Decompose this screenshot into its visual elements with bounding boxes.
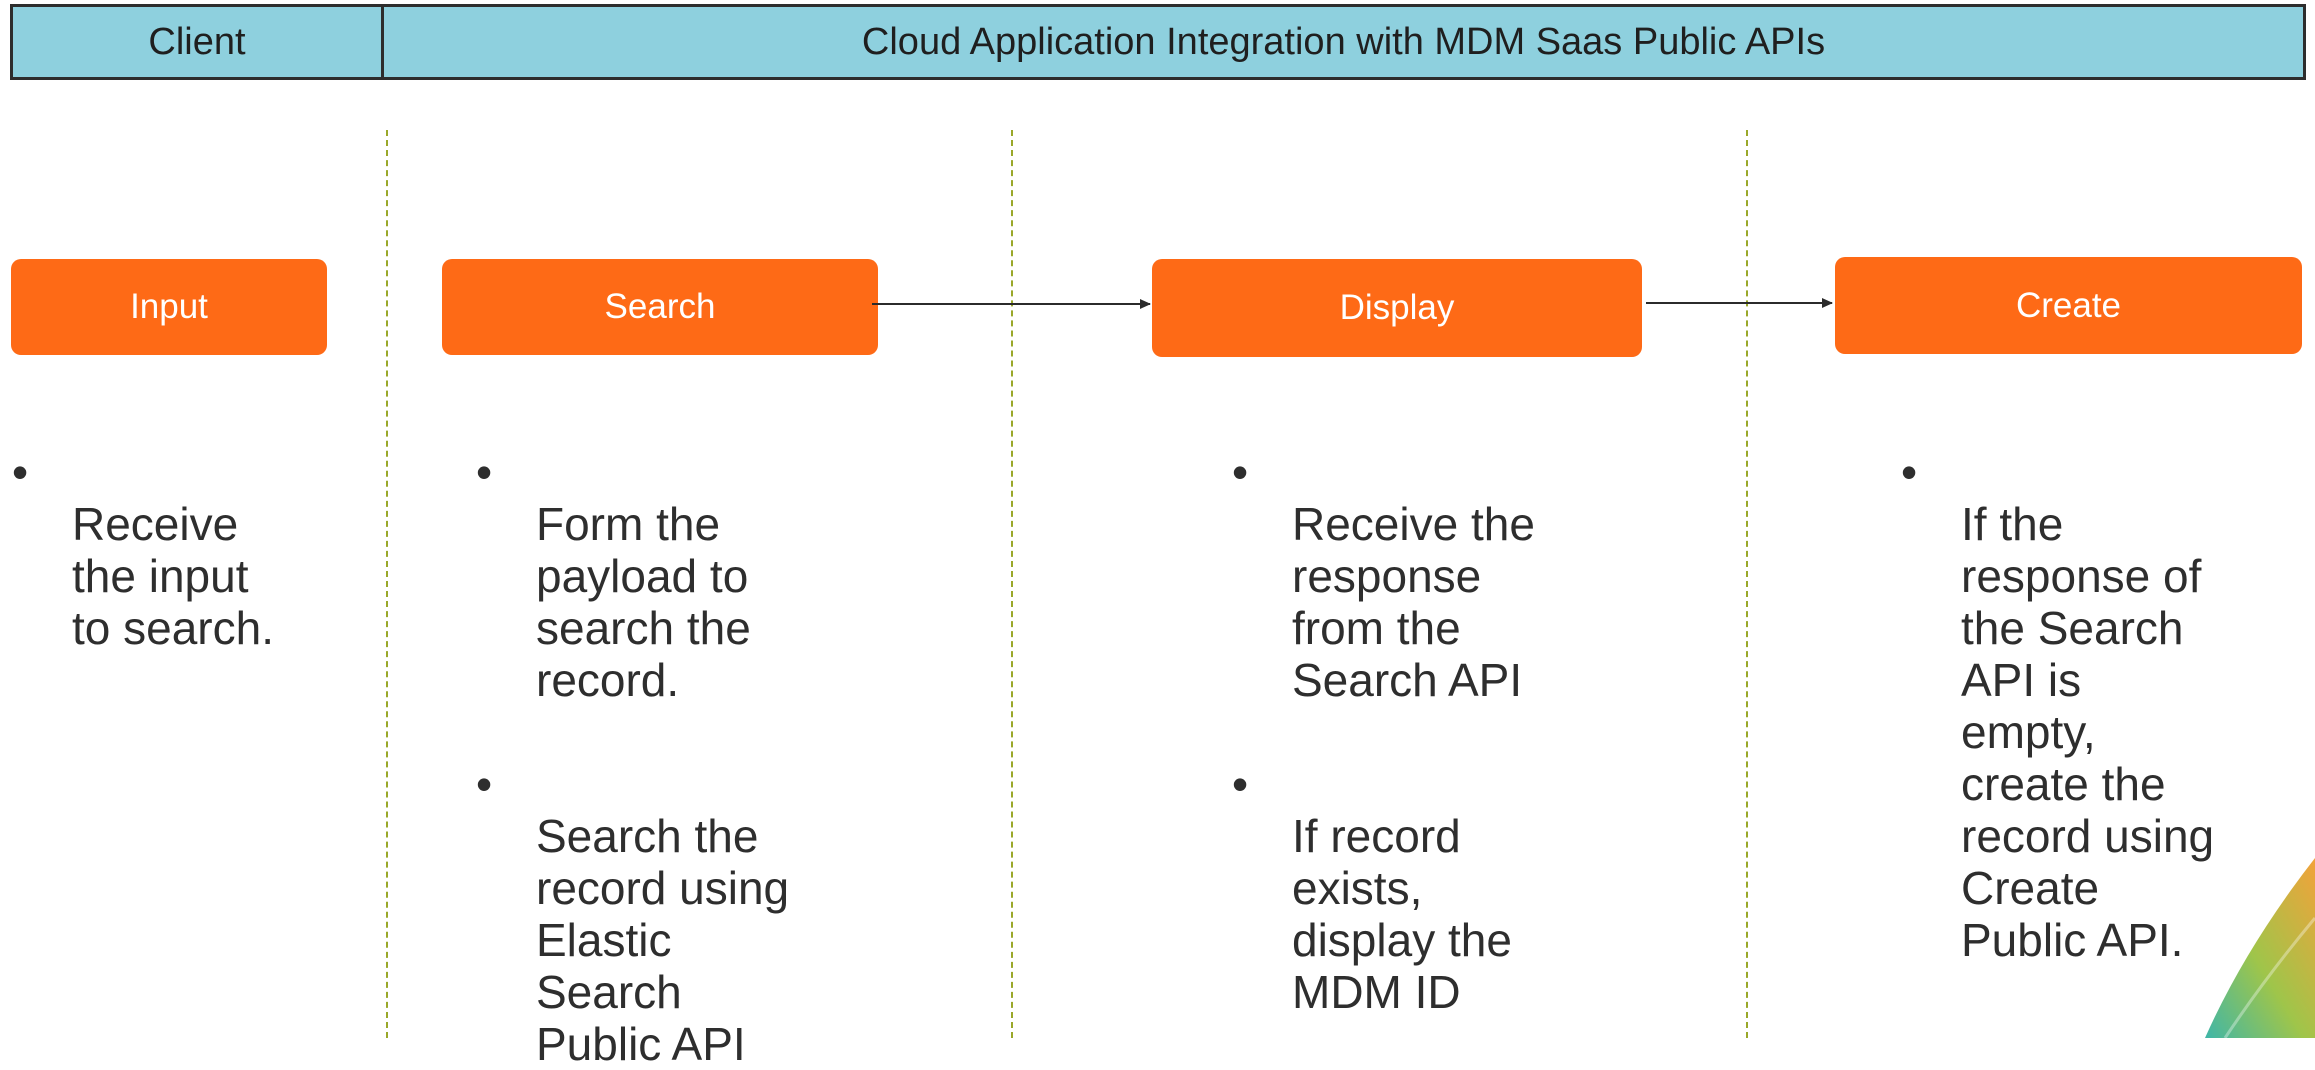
flow-arrows <box>872 298 1833 309</box>
step-search-box: Search <box>442 259 878 355</box>
create-line-3: the Search <box>1961 602 2184 654</box>
input-bullet-item: • Receive the input to search. <box>12 446 274 654</box>
display-bullet-1: • Receive the response from the Search A… <box>1232 446 1535 706</box>
corner-decoration-graphic <box>2205 858 2315 1038</box>
create-line-5: empty, <box>1961 706 2096 758</box>
display1-line-1: Receive the <box>1292 498 1535 550</box>
create-line-4: API is <box>1961 654 2082 706</box>
display2-line-2: exists, <box>1292 862 1423 914</box>
search-bullet-1: • Form the payload to search the record. <box>476 446 751 706</box>
create-line-9: Public API. <box>1961 914 2184 966</box>
step-input-label: Input <box>130 287 208 326</box>
display1-line-3: from the <box>1292 602 1461 654</box>
step-display-box: Display <box>1152 259 1642 357</box>
search2-line-1: Search the <box>536 810 759 862</box>
bullet-dot-icon: • <box>476 446 493 498</box>
display1-line-2: response <box>1292 550 1482 602</box>
header-main-cell: Cloud Application Integration with MDM S… <box>381 4 2306 80</box>
search2-line-4: Search <box>536 966 682 1018</box>
search1-line-1: Form the <box>536 498 721 550</box>
bullet-dot-icon: • <box>476 758 493 810</box>
display-bullet-2: • If record exists, display the MDM ID <box>1232 758 1512 1018</box>
search1-line-4: record. <box>536 654 680 706</box>
step-display-label: Display <box>1339 288 1455 327</box>
search1-line-3: search the <box>536 602 751 654</box>
bullet-dot-icon: • <box>12 446 29 498</box>
step-create-label: Create <box>2015 285 2122 325</box>
display1-line-4: Search API <box>1292 654 1523 706</box>
input-line-1: Receive <box>72 498 239 550</box>
search1-line-2: payload to <box>536 550 749 602</box>
create-line-6: create the <box>1961 758 2166 810</box>
create-line-8: Create <box>1961 862 2100 914</box>
display2-line-1: If record <box>1292 810 1461 862</box>
input-line-2: the input <box>72 550 249 602</box>
input-line-3: to search. <box>72 602 274 654</box>
lane-divider-3 <box>1746 130 1748 1038</box>
step-input-box: Input <box>11 259 327 355</box>
lane-divider-2 <box>1011 130 1013 1038</box>
header-main-label: Cloud Application Integration with MDM S… <box>861 20 1826 63</box>
create-bullet-1: • If the response of the Search API is e… <box>1901 446 2214 966</box>
search2-line-3: Elastic <box>536 914 672 966</box>
search-bullet-2: • Search the record using Elastic Search… <box>476 758 789 1070</box>
step-search-label: Search <box>604 287 716 326</box>
search2-line-2: record using <box>536 862 790 914</box>
lane-divider-1 <box>386 130 388 1038</box>
search2-line-5: Public API <box>536 1018 746 1070</box>
bullet-dot-icon: • <box>1232 758 1249 810</box>
create-line-7: record using <box>1961 810 2215 862</box>
step-create-box: Create <box>1835 257 2302 354</box>
create-line-2: response of <box>1961 550 2202 602</box>
input-bullet-list: • Receive the input to search. <box>12 446 274 654</box>
display2-line-4: MDM ID <box>1292 966 1461 1018</box>
header-client-cell: Client <box>10 4 384 80</box>
bullet-dot-icon: • <box>1232 446 1249 498</box>
header-client-label: Client <box>148 20 246 63</box>
create-line-1: If the <box>1961 498 2064 550</box>
display2-line-3: display the <box>1292 914 1512 966</box>
bullet-dot-icon: • <box>1901 446 1918 498</box>
